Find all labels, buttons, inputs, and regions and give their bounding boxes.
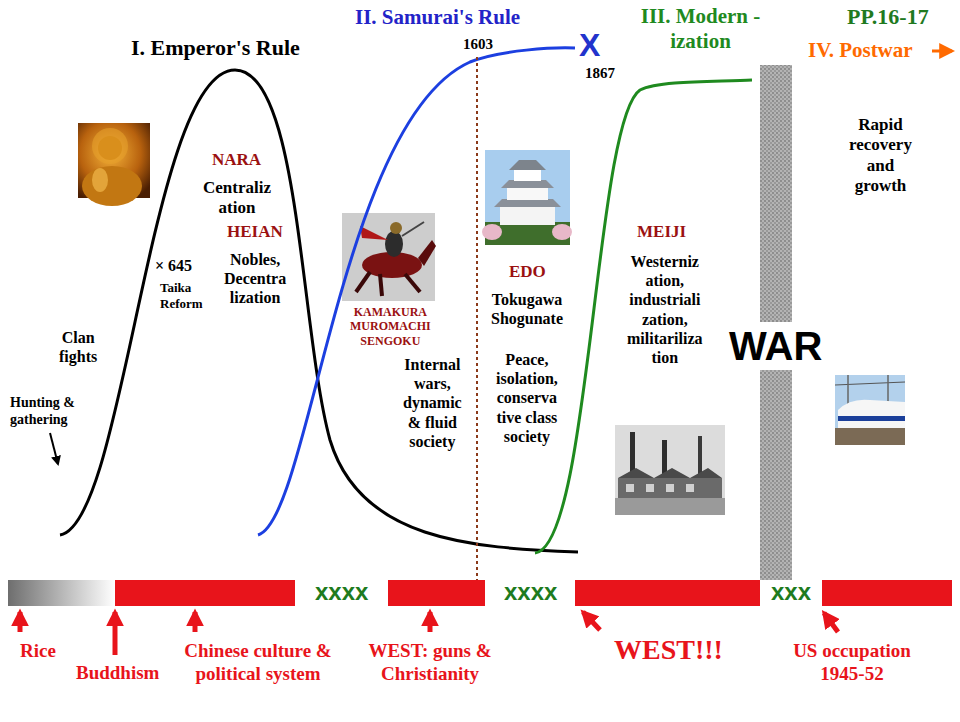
timeline-bar: [388, 580, 485, 606]
period-note: Nobles, Decentra lization: [224, 250, 286, 308]
influence-label: Rice: [20, 640, 56, 663]
period-note: Hunting & gathering: [10, 395, 92, 429]
samurai-photo: [402, 222, 424, 236]
castle-photo: [509, 160, 546, 170]
factory-photo: [615, 425, 725, 515]
leader-arrow: [50, 433, 58, 464]
period-note: Westerniz ation, industriali zation, mil…: [627, 252, 703, 367]
year-divider: [476, 57, 478, 606]
samurai-photo: [390, 222, 402, 234]
influence-label: WEST!!!: [614, 633, 723, 667]
castle-photo: [507, 186, 548, 200]
influence-label: US occupation 1945-52: [777, 640, 927, 686]
period-name: KAMAKURA MUROMACHI SENGOKU: [350, 305, 431, 348]
samurai-photo: [405, 274, 420, 292]
period-note: Internal wars, dynamic & fluid society: [403, 355, 462, 451]
influence-arrow: [193, 612, 198, 632]
influence-arrow: [824, 613, 838, 632]
influence-arrow: [113, 612, 118, 655]
timeline-bar: [575, 580, 760, 606]
castle-photo: [501, 180, 554, 188]
castle-photo: [482, 224, 502, 240]
period-note: Clan fights: [59, 328, 97, 366]
train-photo: [835, 375, 905, 445]
timeline-bar: [822, 580, 952, 606]
factory-photo: [615, 498, 725, 515]
period-name: NARA: [212, 150, 261, 170]
end-marker: X: [579, 26, 600, 64]
samurai-photo: [380, 274, 382, 296]
samurai-photo: [356, 272, 370, 292]
period-name: HEIAN: [227, 222, 283, 242]
samurai-photo: [418, 240, 436, 266]
year-label: 1867: [585, 64, 615, 82]
train-photo: [838, 400, 905, 428]
period-name: MEIJI: [637, 222, 686, 242]
samurai-curve: [258, 48, 575, 535]
era-heading: IV. Postwar: [808, 38, 913, 63]
war-label: WAR: [725, 322, 826, 370]
period-note: Centraliz ation: [203, 178, 271, 219]
event-note: Taika Reform: [160, 280, 203, 311]
buddha-photo: [98, 136, 122, 160]
period-name: EDO: [509, 262, 546, 282]
samurai-photo: [360, 226, 388, 240]
factory-photo: [626, 484, 634, 492]
postwar-arrow: [932, 50, 952, 53]
era-heading: I. Emperor's Rule: [131, 35, 300, 61]
event-marker: × 645: [155, 256, 192, 275]
emperor-curve: [60, 70, 578, 552]
factory-photo: [686, 484, 694, 492]
timeline-bar: [115, 580, 295, 606]
buddha-photo: [92, 168, 108, 192]
influence-arrow: [583, 612, 600, 630]
train-photo: [835, 375, 905, 445]
factory-photo: [646, 484, 654, 492]
gap-mark: xxxx: [504, 578, 557, 607]
timeline-bar: [8, 580, 115, 606]
influence-label: Buddhism: [76, 662, 159, 685]
buddha-photo: [82, 166, 142, 206]
gap-mark: xxx: [771, 578, 811, 607]
influence-arrow: [18, 612, 23, 632]
gap-mark: xxxx: [315, 578, 368, 607]
castle-photo: [552, 224, 572, 240]
factory-photo: [666, 484, 674, 492]
samurai-photo: [342, 213, 436, 301]
page-reference: PP.16-17: [847, 4, 929, 30]
castle-photo: [482, 150, 572, 245]
samurai-photo: [342, 213, 435, 301]
influence-label: WEST: guns & Christianity: [355, 640, 505, 686]
year-label: 1603: [463, 35, 493, 53]
castle-photo: [500, 205, 555, 225]
train-photo: [835, 382, 905, 385]
train-photo: [835, 428, 905, 445]
train-photo: [838, 416, 905, 421]
influence-arrow: [428, 612, 433, 632]
factory-photo: [618, 468, 722, 478]
period-note: Tokugawa Shogunate: [491, 290, 563, 328]
period-note: Peace, isolation, conserva tive class so…: [496, 350, 558, 446]
era-heading: II. Samurai's Rule: [355, 5, 520, 30]
period-note: Rapid recovery and growth: [849, 115, 912, 197]
buddha-photo: [78, 123, 150, 206]
buddha-photo: [92, 128, 128, 164]
modernization-curve: [535, 80, 752, 553]
castle-photo: [494, 199, 561, 207]
samurai-photo: [385, 231, 403, 257]
influence-label: Chinese culture & political system: [163, 640, 353, 686]
factory-photo: [618, 478, 722, 498]
era-heading: III. Modern -ization: [633, 4, 768, 54]
factory-photo: [615, 425, 725, 515]
